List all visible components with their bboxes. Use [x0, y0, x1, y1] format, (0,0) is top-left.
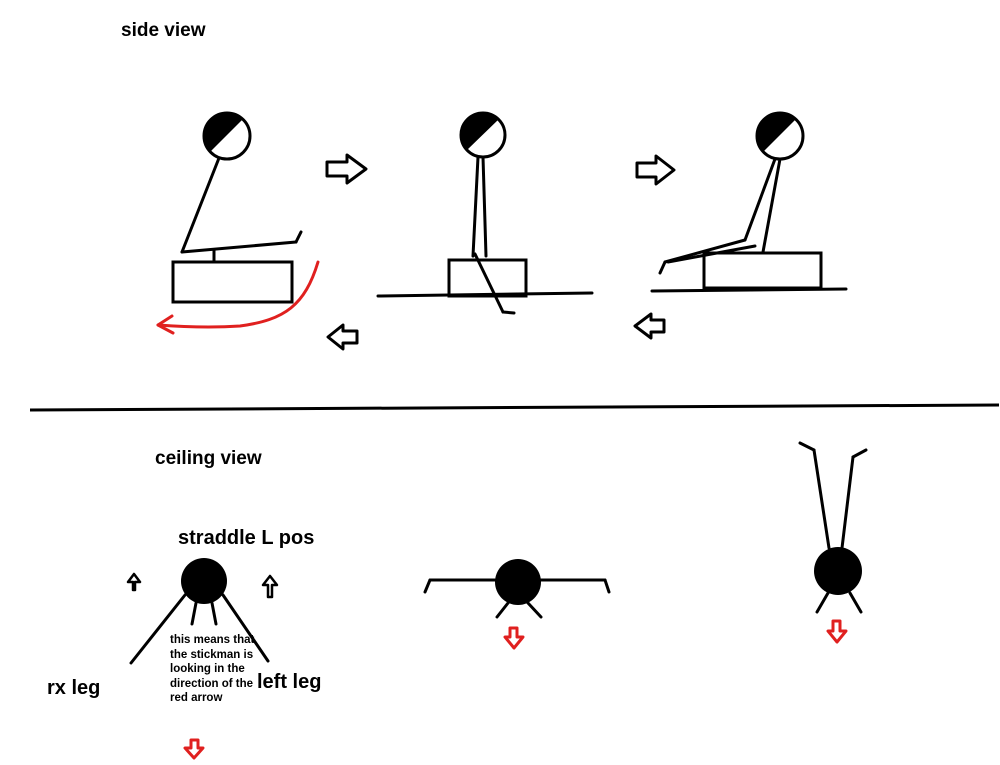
box: [704, 253, 821, 288]
box: [173, 262, 292, 302]
head-icon: [814, 547, 862, 595]
section-divider: [30, 405, 999, 410]
floor-line: [652, 289, 846, 291]
side-figure-seated-on-box: [173, 112, 301, 302]
ceiling-figure-legs-up: [800, 443, 866, 612]
arrow-right-icon: [327, 155, 366, 183]
arrow-up-icon: [263, 576, 277, 597]
red-arrow-down-icon: [505, 628, 523, 648]
left-leg-label: left leg: [257, 671, 321, 694]
head-icon: [756, 112, 803, 159]
arrow-left-icon: [635, 314, 664, 338]
red-arrow-note: this means that the stickman is looking …: [170, 633, 260, 706]
head-icon: [203, 112, 250, 159]
head-icon: [495, 559, 541, 605]
side-figure-upright: [378, 112, 592, 313]
red-arrow-down-icon: [185, 740, 203, 758]
red-arrow-down-icon: [828, 621, 846, 642]
side-figure-leaning-back: [652, 112, 846, 291]
head-icon: [181, 558, 227, 604]
arrow-left-icon: [328, 325, 357, 349]
rx-leg-label: rx leg: [47, 677, 100, 700]
floor-line: [378, 293, 592, 296]
straddle-label: straddle L pos: [178, 527, 314, 550]
arrow-up-icon: [128, 574, 140, 590]
ceiling-figure-arms-wide: [425, 559, 609, 617]
ceiling-view-heading: ceiling view: [155, 448, 262, 470]
side-view-heading: side view: [121, 20, 206, 42]
red-curve-arrow: [158, 262, 318, 333]
arrow-right-icon: [637, 156, 674, 184]
head-icon: [461, 112, 505, 157]
